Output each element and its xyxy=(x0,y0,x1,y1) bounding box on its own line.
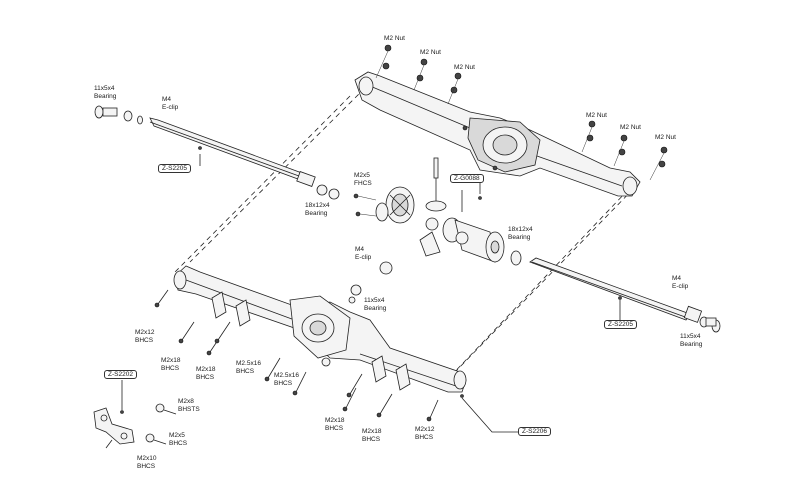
tag-z-s2202: Z-S2202 xyxy=(104,370,137,379)
tag-z-s2206: Z-S2206 xyxy=(518,427,551,436)
label-m2-nut: M2 Nut xyxy=(586,112,607,119)
label-m2-nut: M2 Nut xyxy=(420,49,441,56)
link-mount-parts xyxy=(93,403,177,449)
label-m2-nut: M2 Nut xyxy=(384,35,405,42)
assembly-guide-lines xyxy=(174,87,641,383)
leader-lines xyxy=(120,146,622,433)
label-m2-nut: M2 Nut xyxy=(655,134,676,141)
lower-screws xyxy=(154,289,439,422)
upper-axle-housing xyxy=(354,71,641,197)
tag-z-s2205-right: Z-S2205 xyxy=(604,320,637,329)
left-axle-shaft xyxy=(94,105,340,200)
upper-nuts xyxy=(375,44,668,181)
right-axle-shaft xyxy=(529,257,721,333)
tag-z-s2205-left: Z-S2205 xyxy=(158,164,191,173)
label-m2-nut: M2 Nut xyxy=(454,64,475,71)
differential-assembly xyxy=(353,157,522,266)
label-m2-nut: M2 Nut xyxy=(620,124,641,131)
tag-z-g0088: Z-G0088 xyxy=(450,174,484,183)
lower-axle-housing xyxy=(173,261,467,393)
